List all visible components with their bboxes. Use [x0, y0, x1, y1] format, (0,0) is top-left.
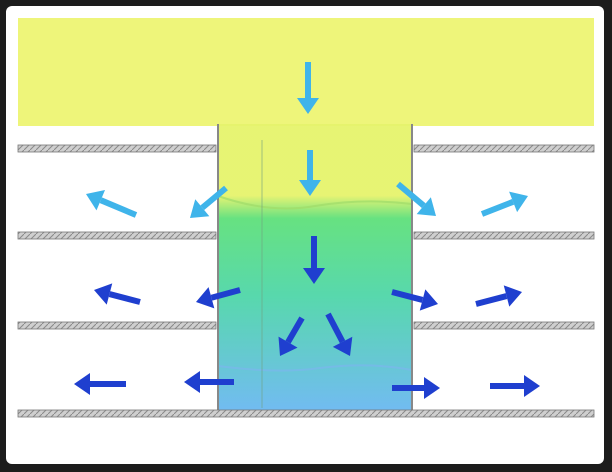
- floor-slab: [17, 409, 595, 418]
- arrow-head: [524, 375, 540, 397]
- arrow-head: [74, 373, 90, 395]
- arrow-top-down: [297, 62, 319, 114]
- arrow-head: [278, 336, 298, 356]
- arrow-floor1-right-inner: [396, 181, 436, 216]
- arrow-shaft: [200, 185, 228, 211]
- arrow-head: [94, 283, 113, 305]
- arrow-head: [297, 98, 319, 114]
- floor-slab: [17, 321, 217, 330]
- arrow-head: [509, 191, 528, 213]
- arrow-shaft-down-right: [325, 312, 353, 356]
- arrow-head: [503, 285, 522, 307]
- arrow-shaft: [391, 289, 424, 303]
- arrow-head: [299, 180, 321, 196]
- arrow-floor2-left-inner: [196, 287, 241, 309]
- arrow-shaft: [99, 197, 138, 218]
- floor-slab: [17, 144, 217, 153]
- floor-slab: [17, 231, 217, 240]
- arrow-shaft: [396, 181, 426, 208]
- arrow-floor1-left-outer: [86, 190, 138, 218]
- arrow-floor3-left-inner: [184, 371, 234, 393]
- floor-slab: [413, 231, 595, 240]
- arrow-floor1-left-inner: [190, 185, 228, 218]
- arrow-shaft: [325, 312, 346, 344]
- arrow-head: [303, 268, 325, 284]
- arrow-floor3-right-outer: [490, 375, 540, 397]
- arrow-head: [332, 336, 353, 356]
- arrow-shaft: [210, 287, 241, 301]
- arrow-head: [86, 190, 106, 211]
- floor-slab: [413, 321, 595, 330]
- floor-slabs: [17, 144, 595, 418]
- arrow-head: [196, 287, 215, 309]
- arrow-head: [416, 197, 436, 216]
- arrow-floor2-right-outer: [475, 285, 522, 307]
- arrow-floor1-right-outer: [480, 191, 528, 217]
- arrow-shaft-down-1: [299, 150, 321, 196]
- arrow-floor2-right-inner: [391, 289, 438, 311]
- arrow-floor3-left-outer: [74, 373, 126, 395]
- shaft-boundary-lower: [217, 364, 413, 372]
- arrow-shaft-down-2: [303, 236, 325, 284]
- arrow-shaft: [480, 199, 515, 217]
- arrow-head: [190, 199, 210, 218]
- airflow-arrows: [74, 62, 540, 399]
- arrow-shaft: [108, 291, 141, 305]
- arrow-shaft: [475, 293, 508, 307]
- shaft-boundary-upper: [217, 195, 413, 210]
- arrow-head: [184, 371, 200, 393]
- arrow-shaft: [285, 316, 305, 344]
- arrow-floor3-right-inner: [392, 377, 440, 399]
- arrow-head: [424, 377, 440, 399]
- floor-slab: [413, 144, 595, 153]
- arrow-head: [419, 289, 438, 311]
- arrow-shaft-down-left: [278, 316, 305, 356]
- arrow-floor2-left-outer: [94, 283, 141, 305]
